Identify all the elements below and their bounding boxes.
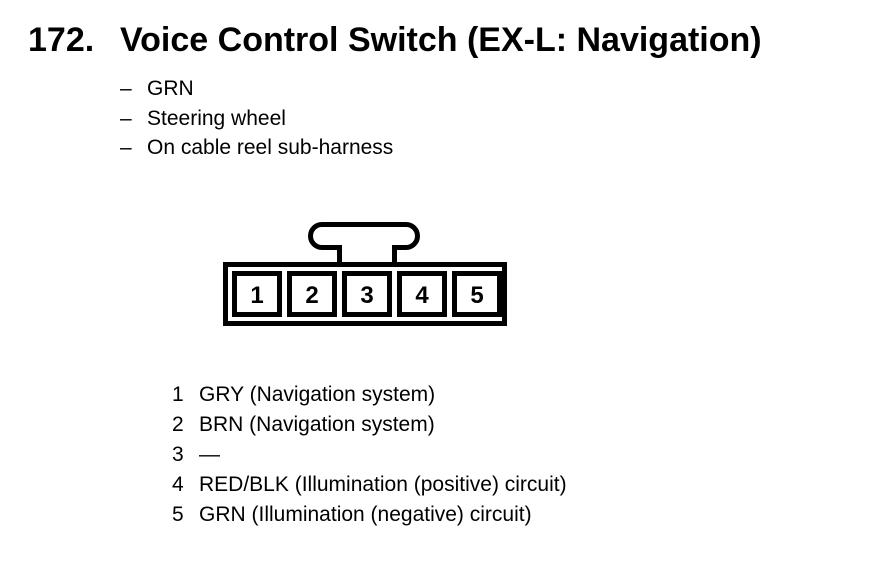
pin-function-row: 2 BRN (Navigation system)	[172, 410, 567, 440]
dash-bullet: –	[120, 106, 132, 130]
pin-cavity-5: 5	[452, 271, 502, 317]
pin-cavity-1: 1	[232, 271, 282, 317]
pin-cavity-number: 3	[360, 282, 373, 309]
pin-cavity-number: 5	[470, 282, 483, 309]
connector-latch-tab	[308, 222, 420, 267]
pin-number: 4	[172, 473, 184, 496]
pin-description: BRN (Navigation system)	[199, 413, 435, 436]
pin-cavity-box	[397, 271, 447, 317]
section-title-text: Voice Control Switch (EX-L: Navigation)	[120, 21, 762, 59]
pin-cavity-2: 2	[287, 271, 337, 317]
dash-bullet: –	[120, 136, 132, 159]
detail-text: GRN	[147, 77, 194, 100]
pin-cavity-number: 2	[305, 282, 318, 309]
pin-description: —	[199, 443, 220, 466]
pin-cavity-box	[452, 271, 502, 317]
detail-text: Steering wheel	[147, 106, 286, 130]
pin-function-row: 5 GRN (Illumination (negative) circuit)	[172, 500, 567, 530]
pin-cavity-4: 4	[397, 271, 447, 317]
section-title: 172. Voice Control Switch (EX-L: Navigat…	[28, 20, 762, 60]
pin-cavity-number: 4	[415, 282, 429, 309]
pin-cavity-box	[342, 271, 392, 317]
pin-function-row: 1 GRY (Navigation system)	[172, 380, 567, 410]
pin-function-list: 1 GRY (Navigation system) 2 BRN (Navigat…	[172, 380, 567, 530]
connector-diagram: 1 2 3 4 5	[223, 222, 507, 326]
pin-description: GRY (Navigation system)	[199, 383, 436, 406]
pin-cavity-number: 1	[250, 282, 263, 309]
detail-item: – Steering wheel	[120, 104, 393, 134]
pin-cavity-box	[232, 271, 282, 317]
pin-number: 1	[172, 383, 184, 406]
detail-item: – GRN	[120, 74, 393, 104]
pin-cavity-3: 3	[342, 271, 392, 317]
pin-number: 3	[172, 443, 184, 466]
pin-number: 2	[172, 413, 184, 436]
dash-bullet: –	[120, 77, 132, 100]
pin-number: 5	[172, 503, 184, 526]
pin-description: RED/BLK (Illumination (positive) circuit…	[199, 473, 567, 496]
pin-description: GRN (Illumination (negative) circuit)	[199, 503, 532, 526]
pin-cavity-box	[287, 271, 337, 317]
pin-function-row: 4 RED/BLK (Illumination (positive) circu…	[172, 470, 567, 500]
pin-function-row: 3 —	[172, 440, 567, 470]
detail-text: On cable reel sub-harness	[147, 136, 394, 159]
detail-item: – On cable reel sub-harness	[120, 133, 393, 163]
connector-detail-list: – GRN – Steering wheel – On cable reel s…	[120, 74, 393, 163]
section-number: 172.	[28, 21, 95, 59]
